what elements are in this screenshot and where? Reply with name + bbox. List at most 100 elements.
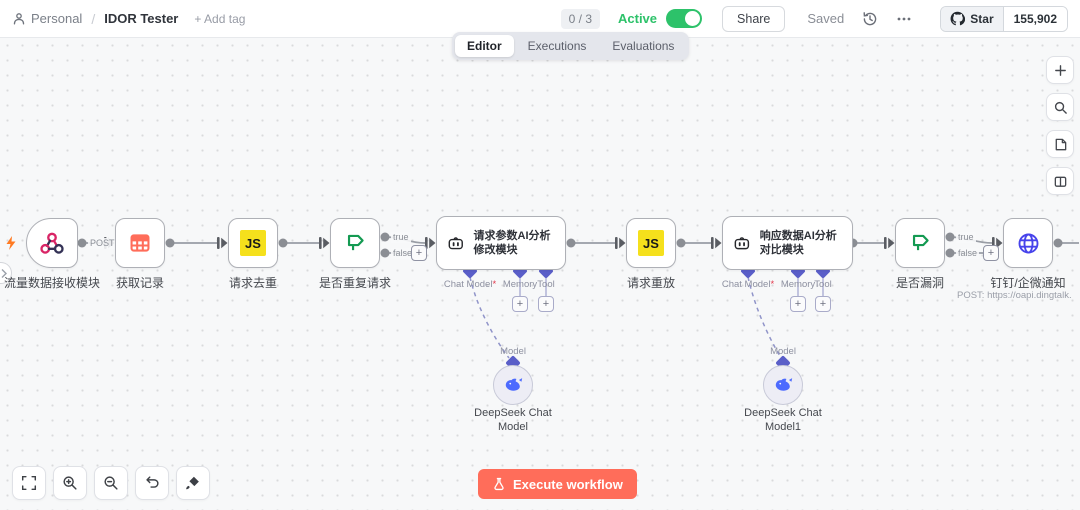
- paintbrush-icon: [186, 476, 199, 490]
- fit-view-icon: [21, 475, 37, 491]
- add-tag-button[interactable]: + Add tag: [194, 11, 246, 26]
- connection-wires: [77, 232, 1079, 370]
- output-port[interactable]: [165, 238, 175, 248]
- undo-button[interactable]: [135, 466, 169, 500]
- node-webhook-trigger[interactable]: [26, 218, 78, 268]
- node-if-repeat[interactable]: [330, 218, 380, 268]
- tab-evaluations[interactable]: Evaluations: [612, 39, 675, 53]
- port-label-true: true: [956, 232, 976, 243]
- node-title: 请求重放: [626, 276, 675, 290]
- node-deepseek-model[interactable]: [493, 365, 533, 405]
- output-port-false[interactable]: [945, 248, 955, 258]
- node-if-vulnerable[interactable]: [895, 218, 945, 268]
- add-node-panel-button[interactable]: [1046, 56, 1074, 84]
- sticky-note-button[interactable]: [1046, 130, 1074, 158]
- share-button[interactable]: Share: [722, 5, 786, 32]
- node-code-dedupe[interactable]: JS: [228, 218, 278, 268]
- chat-model-port-label: Chat Model*: [430, 279, 510, 290]
- input-port[interactable]: [884, 237, 895, 249]
- node-title: 获取记录: [115, 276, 164, 290]
- plus-icon: [1054, 64, 1066, 76]
- node-http-notify[interactable]: [1003, 218, 1053, 268]
- execute-workflow-button[interactable]: Execute workflow: [478, 469, 637, 499]
- history-button[interactable]: [862, 11, 878, 27]
- tool-port-label: Tool: [814, 279, 832, 290]
- javascript-icon: JS: [638, 230, 664, 256]
- add-node-button[interactable]: +: [983, 245, 999, 261]
- toggle-knob: [685, 11, 701, 26]
- output-port[interactable]: [566, 238, 576, 248]
- active-toggle[interactable]: [666, 9, 703, 28]
- output-port[interactable]: [676, 238, 686, 248]
- tidy-up-button[interactable]: [176, 466, 210, 500]
- fit-view-button[interactable]: [12, 466, 46, 500]
- required-marker: *: [492, 279, 497, 290]
- zoom-out-button[interactable]: [94, 466, 128, 500]
- output-port-true[interactable]: [945, 232, 955, 242]
- zoom-out-icon: [104, 476, 118, 490]
- node-get-records[interactable]: [115, 218, 165, 268]
- node-code-replay[interactable]: JS: [626, 218, 676, 268]
- more-menu-button[interactable]: [896, 11, 912, 27]
- output-port-true[interactable]: [380, 232, 390, 242]
- top-bar: Personal / IDOR Tester + Add tag 0 / 3 A…: [0, 0, 1080, 38]
- input-port[interactable]: [711, 237, 722, 249]
- input-port[interactable]: [319, 237, 330, 249]
- panel-layout-icon: [1054, 176, 1066, 187]
- output-port[interactable]: [77, 238, 87, 248]
- executions-counter-badge: 0 / 3: [560, 8, 600, 29]
- port-label-false: false: [956, 248, 980, 259]
- javascript-icon: JS: [240, 230, 266, 256]
- globe-icon: [1018, 233, 1038, 253]
- add-tool-button[interactable]: +: [538, 296, 554, 312]
- node-title: 流量数据接收模块: [3, 276, 100, 290]
- person-icon: [13, 12, 25, 24]
- breadcrumb: Personal / IDOR Tester + Add tag: [12, 11, 245, 27]
- zoom-in-button[interactable]: [53, 466, 87, 500]
- execute-workflow-label: Execute workflow: [513, 476, 623, 492]
- node-title: 请求参数AI分析修改模块: [473, 229, 551, 256]
- output-port[interactable]: [278, 238, 288, 248]
- workspace-name[interactable]: Personal: [31, 11, 83, 26]
- github-icon: [950, 11, 966, 26]
- wire-model-dashed: [469, 276, 510, 359]
- output-port-false[interactable]: [380, 248, 390, 258]
- node-ai-agent-response[interactable]: 响应数据AI分析对比模块: [722, 216, 853, 270]
- zoom-in-icon: [63, 476, 77, 490]
- star-count[interactable]: 155,902: [1002, 6, 1067, 31]
- input-port[interactable]: [615, 237, 626, 249]
- robot-icon: [734, 237, 750, 250]
- node-title: DeepSeek Chat Model1: [744, 407, 822, 433]
- add-tool-button[interactable]: +: [815, 296, 831, 312]
- tab-executions[interactable]: Executions: [527, 39, 587, 53]
- github-star-button[interactable]: Star: [941, 6, 1003, 31]
- flask-icon: [494, 477, 504, 491]
- clock-history-icon: [863, 11, 877, 25]
- output-port[interactable]: [1053, 238, 1063, 248]
- star-label: Star: [970, 11, 994, 26]
- node-ai-agent-request[interactable]: 请求参数AI分析修改模块: [436, 216, 566, 270]
- workflow-canvas[interactable]: 流量数据接收模块 POST 获取记录 JS 请求去重 是否重复请求: [0, 38, 1080, 510]
- input-port[interactable]: [217, 237, 228, 249]
- if-signpost-icon: [912, 234, 929, 251]
- node-title: DeepSeek Chat Model: [474, 407, 552, 433]
- robot-icon: [448, 237, 463, 250]
- node-subtitle: POST: https://oapi.dingtalk.: [957, 290, 1072, 301]
- memory-port-label: Memory: [780, 279, 816, 290]
- toggle-panel-button[interactable]: [1046, 167, 1074, 195]
- chat-model-text: Chat Model: [443, 279, 493, 290]
- add-node-button[interactable]: +: [411, 245, 427, 261]
- node-title: 是否重复请求: [318, 276, 391, 290]
- tab-editor[interactable]: Editor: [455, 35, 514, 57]
- search-button[interactable]: [1046, 93, 1074, 121]
- node-deepseek-model[interactable]: [763, 365, 803, 405]
- note-icon: [1055, 138, 1066, 150]
- add-memory-button[interactable]: +: [512, 296, 528, 312]
- undo-icon: [146, 476, 159, 488]
- model-port-label: Model: [500, 346, 526, 357]
- github-star-widget[interactable]: Star 155,902: [940, 5, 1068, 32]
- workflow-title[interactable]: IDOR Tester: [104, 11, 179, 26]
- add-memory-button[interactable]: +: [790, 296, 806, 312]
- port-label-true: true: [391, 232, 411, 243]
- deepseek-whale-icon: [505, 378, 523, 391]
